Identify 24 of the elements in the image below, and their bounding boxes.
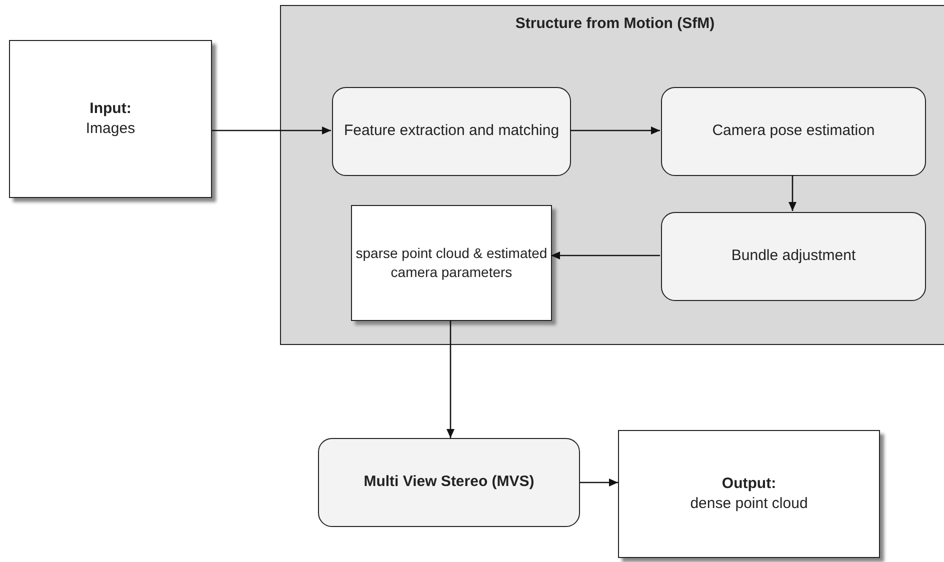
rounded-process-box — [661, 212, 926, 301]
node-label: sparse point cloud & estimated camera parameters — [354, 244, 548, 282]
process-box — [9, 40, 212, 198]
heading-text: Output: — [722, 474, 776, 494]
arrow — [570, 126, 660, 134]
node-label: dense point cloud — [690, 494, 808, 514]
process-box — [618, 430, 880, 558]
arrow — [446, 320, 454, 438]
heading-text: Structure from Motion (SfM) — [515, 14, 715, 34]
arrow — [212, 126, 331, 134]
rounded-process-box — [318, 438, 580, 527]
node-label: Feature extraction and matching — [344, 121, 560, 142]
heading-text: Multi View Stereo (MVS) — [364, 472, 534, 492]
rounded-process-box — [661, 87, 926, 176]
rounded-process-box — [332, 87, 571, 176]
heading-text: Input: — [90, 98, 132, 119]
process-box — [351, 205, 552, 321]
node-label: Camera pose estimation — [712, 121, 875, 142]
node-label: Images — [86, 119, 136, 139]
arrow — [580, 478, 618, 486]
arrow — [788, 175, 796, 211]
node-label: Bundle adjustment — [731, 246, 856, 266]
group-container — [280, 5, 944, 345]
arrow — [551, 252, 660, 260]
